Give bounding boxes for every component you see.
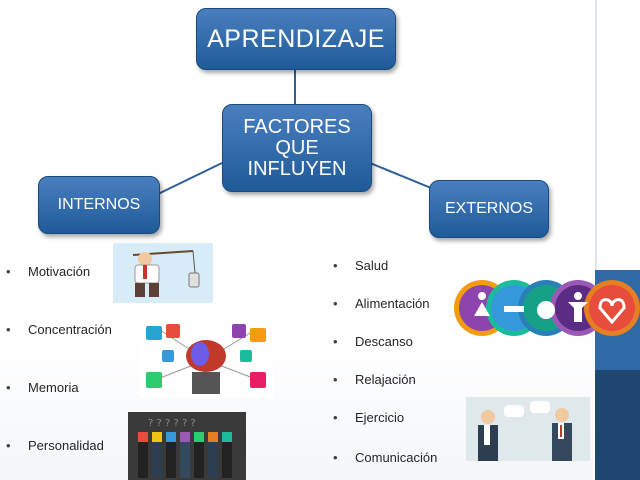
- externos-item-ejercicio: Ejercicio: [333, 410, 404, 425]
- node-externos: EXTERNOS: [429, 180, 549, 238]
- externos-item-relajacion: Relajación: [333, 372, 416, 387]
- externos-item-salud: Salud: [333, 258, 388, 273]
- concentration-illustration: [140, 320, 273, 398]
- node-factores-que-influyen: FACTORES QUE INFLUYEN: [222, 104, 372, 192]
- externos-item-comunicacion: Comunicación: [333, 450, 437, 465]
- node-aprendizaje-label: APRENDIZAJE: [207, 24, 385, 53]
- externos-item-descanso: Descanso: [333, 334, 413, 349]
- node-externos-label: EXTERNOS: [444, 200, 533, 217]
- internos-item-concentracion: Concentración: [6, 322, 112, 337]
- motivation-illustration: [113, 243, 213, 303]
- node-internos-label: INTERNOS: [57, 196, 141, 213]
- node-factores-label: FACTORES QUE INFLUYEN: [243, 115, 351, 180]
- wellness-icons-illustration: [452, 272, 640, 350]
- svg-text:? ? ? ? ? ?: ? ? ? ? ? ?: [148, 418, 196, 429]
- personality-illustration: ? ? ? ? ? ?: [128, 412, 246, 480]
- internos-item-memoria: Memoria: [6, 380, 78, 395]
- internos-item-personalidad: Personalidad: [6, 438, 104, 453]
- node-internos: INTERNOS: [38, 176, 160, 234]
- externos-item-alimentacion: Alimentación: [333, 296, 430, 311]
- communication-illustration: [466, 397, 590, 461]
- connector-factores-internos: [157, 162, 223, 195]
- internos-item-motivacion: Motivación: [6, 264, 90, 279]
- connector-factores-externos: [369, 162, 437, 191]
- node-aprendizaje: APRENDIZAJE: [196, 8, 396, 70]
